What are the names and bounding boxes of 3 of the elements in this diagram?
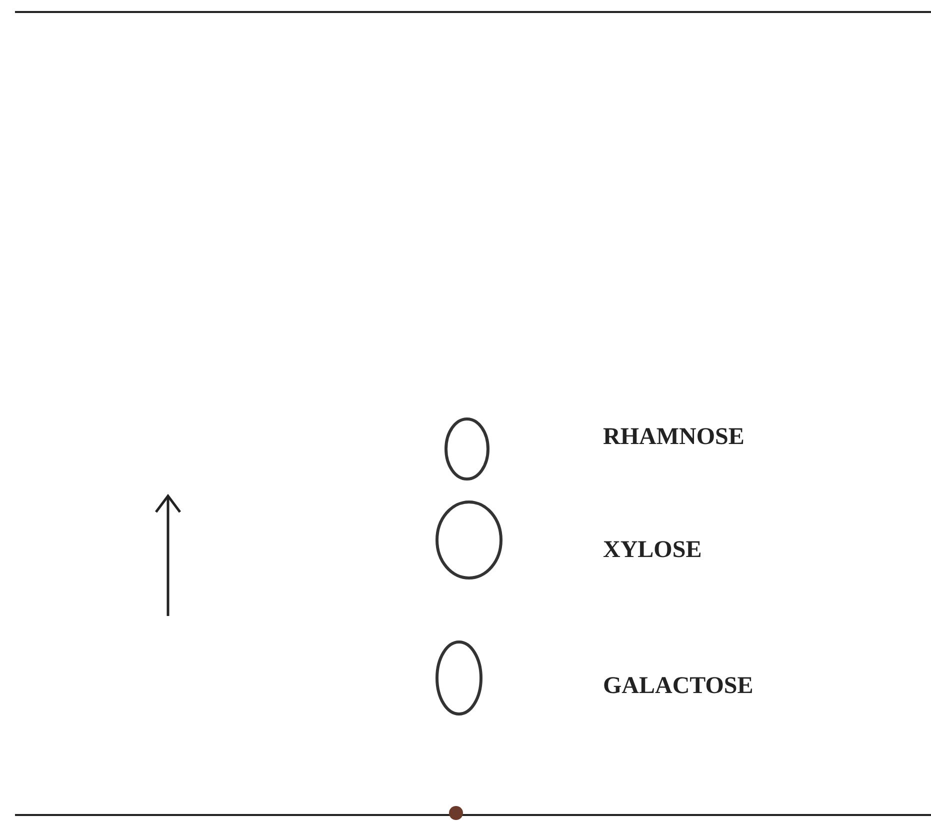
- spot-label: RHAMNOSE: [603, 425, 744, 449]
- spot-label: GALACTOSE: [603, 674, 754, 698]
- spot-label: XYLOSE: [603, 538, 702, 562]
